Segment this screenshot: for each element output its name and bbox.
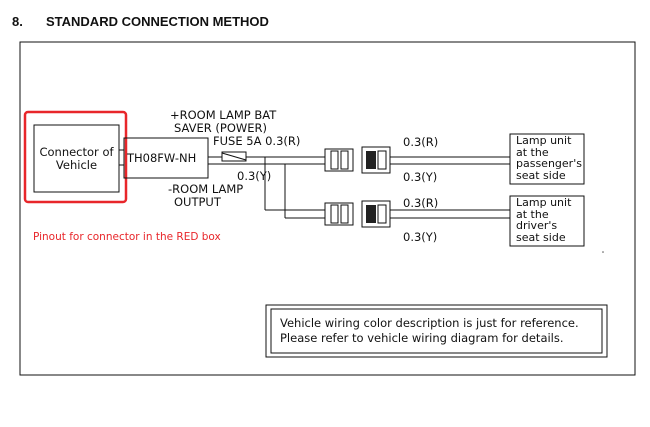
wiring-note-line2: Please refer to vehicle wiring diagram f…: [280, 331, 564, 345]
red-highlight-box: [23, 110, 128, 204]
room-lamp-bat-saver-line1: +ROOM LAMP BAT: [170, 108, 277, 122]
lamp-driver-line3: driver's: [516, 219, 558, 232]
note-box-inner: [270, 308, 603, 354]
section-title: STANDARD CONNECTION METHOD: [46, 14, 269, 29]
lamp-driver-line4: seat side: [516, 230, 566, 244]
bottom-connector-female: [361, 200, 391, 228]
bottom-wire-r-label: 0.3(R): [403, 196, 439, 210]
lamp-passenger-box: [509, 133, 585, 185]
minus-room-lamp-label: -ROOM LAMP OUTPUT: [168, 183, 243, 209]
lamp-driver-line1: Lamp unit: [516, 196, 572, 209]
lamp-driver-box: [509, 195, 585, 247]
vehicle-connector-box: [33, 124, 120, 193]
lamp-passenger-label: Lamp unit at the passenger's seat side: [516, 135, 582, 181]
vehicle-connector-line2: Vehicle: [55, 158, 98, 172]
lamp-passenger-line3: passenger's: [516, 157, 582, 170]
lamp-passenger-line4: seat side: [516, 168, 566, 182]
wiring-note: Vehicle wiring color description is just…: [280, 316, 579, 346]
minus-room-lamp-line1: -ROOM LAMP: [168, 182, 244, 196]
wiring-note-line1: Vehicle wiring color description is just…: [280, 316, 579, 330]
diagram-frame: [19, 41, 636, 376]
top-wire-y-label: 0.3(Y): [403, 170, 438, 184]
room-lamp-bat-saver-label: +ROOM LAMP BAT SAVER (POWER): [170, 109, 276, 135]
minus-room-lamp-line2: OUTPUT: [174, 195, 221, 209]
red-annotation: Pinout for connector in the RED box: [33, 231, 221, 243]
fuse-label: FUSE 5A 0.3(R): [213, 134, 301, 148]
lamp-driver-label: Lamp unit at the driver's seat side: [516, 197, 571, 243]
bottom-connector-male: [324, 202, 354, 226]
harness-box: [123, 137, 209, 179]
room-lamp-bat-saver-line2: SAVER (POWER): [174, 121, 268, 135]
top-connector-male: [324, 148, 354, 172]
lamp-driver-line2: at the: [516, 207, 549, 221]
section-number: 8.: [12, 14, 23, 29]
top-wire-r-label: 0.3(R): [403, 135, 439, 149]
top-connector-female: [361, 146, 391, 174]
fuse-diagonal: [221, 152, 247, 161]
stray-dot: [602, 251, 604, 253]
lamp-passenger-line2: at the: [516, 145, 549, 159]
vehicle-connector-line1: Connector of: [39, 145, 114, 159]
vehicle-connector-label: Connector of Vehicle: [34, 146, 119, 172]
harness-label: TH08FW-NH: [127, 151, 197, 165]
lamp-passenger-line1: Lamp unit: [516, 134, 572, 147]
bottom-wire-y-label: 0.3(Y): [403, 230, 438, 244]
wire-y-main-label: 0.3(Y): [237, 169, 272, 183]
note-box-outer: [265, 304, 608, 358]
